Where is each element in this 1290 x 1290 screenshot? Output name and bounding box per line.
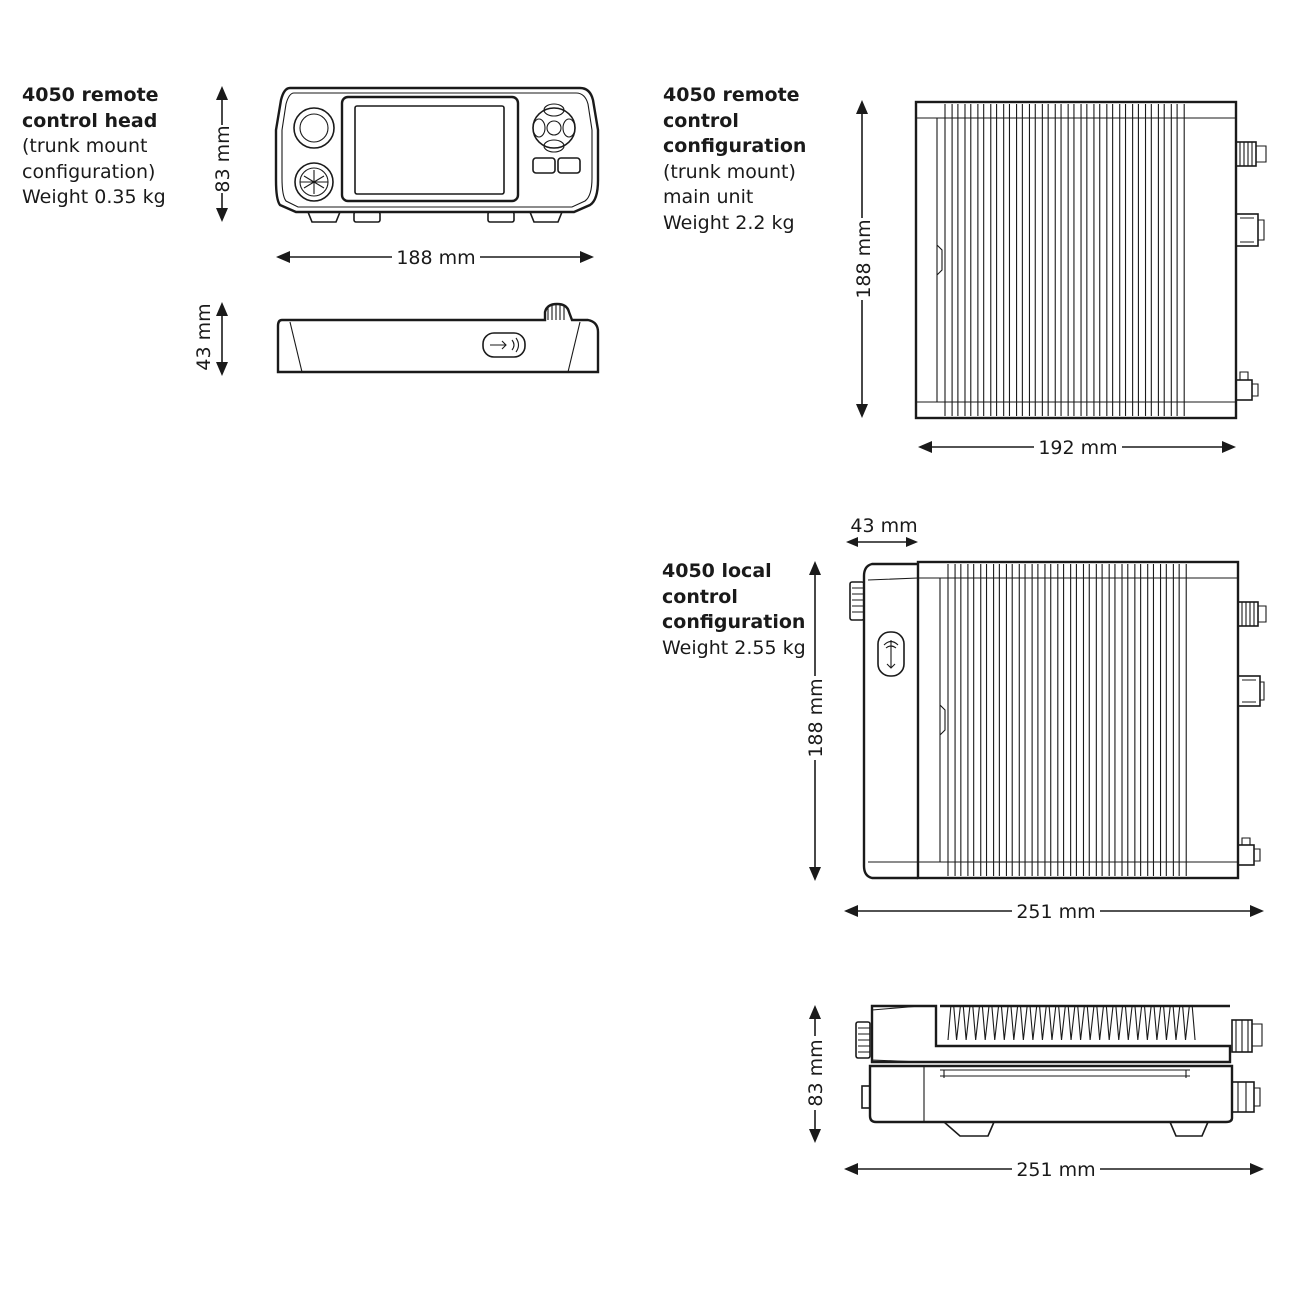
heatsink-fin: [1101, 564, 1110, 876]
dimension-main-width: 192 mm: [918, 437, 1236, 459]
caption-title-line: 4050 remote: [663, 84, 800, 106]
heatsink-fin: [1137, 104, 1147, 416]
dimension-label: 188 mm: [396, 247, 475, 269]
heatsink-fin: [957, 104, 966, 416]
heatsink-fin: [1165, 564, 1174, 876]
local-config-side-view: [855, 1004, 1263, 1137]
heatsink-fin: [1034, 104, 1043, 416]
dimension-head-height: 83 mm: [212, 86, 234, 222]
heatsink-fins-side: [947, 1005, 1196, 1041]
dimension-label: 192 mm: [1038, 437, 1117, 459]
dimension-label: 251 mm: [1016, 901, 1095, 923]
caption-title-line: control head: [22, 109, 158, 132]
dimension-label: 188 mm: [805, 678, 827, 757]
caption-detail-line: (trunk mount: [22, 135, 148, 157]
local-config-top-view: [849, 560, 1267, 880]
caption-title-line: 4050 remote: [22, 84, 159, 106]
heatsink-fin: [985, 564, 995, 876]
dimension-label: 251 mm: [1016, 1159, 1095, 1181]
dimension-head-depth: 43 mm: [193, 302, 228, 376]
heatsink-fin: [1114, 564, 1123, 876]
dimension-label: 43 mm: [193, 303, 215, 370]
heatsink-fin: [1024, 564, 1033, 876]
dimension-local-width: 251 mm: [844, 901, 1264, 923]
caption-weight: Weight 0.35 kg: [22, 186, 166, 208]
heatsink-fin: [1008, 104, 1018, 416]
heatsink-fin: [1063, 564, 1072, 876]
heatsink-fin: [1150, 104, 1159, 416]
heatsink-fin: [1060, 104, 1069, 416]
caption-title-line: configuration: [662, 611, 806, 633]
heatsink-fin: [1112, 104, 1121, 416]
heatsink-fin: [970, 104, 979, 416]
caption-title-line: 4050 local: [662, 560, 772, 582]
control-head-front-view: [274, 86, 600, 223]
caption-detail-line: (trunk mount): [663, 160, 796, 183]
dimension-side-height: 83 mm: [805, 1005, 827, 1143]
main-unit-top-view: [914, 100, 1267, 420]
heatsink-fin: [1127, 564, 1136, 876]
caption-weight: Weight 2.55 kg: [662, 636, 806, 659]
heatsink-fin: [1075, 564, 1085, 876]
heatsink-fin: [996, 104, 1005, 416]
heatsink-fin: [1140, 564, 1149, 876]
heatsink-fin: [1178, 564, 1187, 876]
heatsink-fin: [1088, 564, 1097, 876]
heatsink-fin: [983, 104, 992, 416]
heatsink-fin: [1163, 104, 1172, 416]
heatsink-fin: [1152, 564, 1162, 876]
caption-remote-config: 4050 remote control configuration (trunk…: [663, 83, 806, 236]
heatsink-fin: [947, 564, 956, 876]
dimension-label: 43 mm: [850, 515, 917, 537]
dimension-label: 188 mm: [853, 219, 875, 298]
heatsink-fin: [1124, 104, 1134, 416]
caption-detail-line: main unit: [663, 186, 754, 208]
caption-title-line: control: [662, 585, 738, 608]
dimension-side-width: 251 mm: [844, 1159, 1264, 1181]
heatsink-fin: [944, 104, 953, 416]
dimension-label: 83 mm: [805, 1039, 827, 1106]
heatsink-fin: [1037, 564, 1046, 876]
dimension-local-height: 188 mm: [805, 561, 827, 881]
caption-title-line: control: [663, 109, 739, 132]
caption-local-config: 4050 local control configuration Weight …: [662, 559, 806, 661]
dimension-label: 83 mm: [212, 125, 234, 192]
heatsink-fin: [960, 564, 969, 876]
heatsink-fin: [1073, 104, 1082, 416]
dimension-head-width: 188 mm: [276, 247, 594, 269]
heatsink-fin: [1011, 564, 1020, 876]
caption-remote-head: 4050 remote control head (trunk mount co…: [22, 83, 166, 211]
heatsink-fin: [1047, 104, 1056, 416]
heatsink-fin: [973, 564, 982, 876]
heatsink-fin: [1050, 564, 1059, 876]
caption-weight: Weight 2.2 kg: [663, 211, 795, 234]
heatsink-fin: [1176, 104, 1185, 416]
heatsink-fin: [1099, 104, 1108, 416]
dimension-local-head-depth: 43 mm: [846, 515, 918, 547]
caption-title-line: configuration: [663, 135, 807, 157]
heatsink-fin: [1086, 104, 1095, 416]
dimension-main-height: 188 mm: [853, 100, 875, 418]
heatsink-fin: [998, 564, 1007, 876]
control-head-side-view: [276, 302, 600, 374]
heatsink-fin: [1021, 104, 1031, 416]
caption-detail-line: configuration): [22, 160, 156, 183]
